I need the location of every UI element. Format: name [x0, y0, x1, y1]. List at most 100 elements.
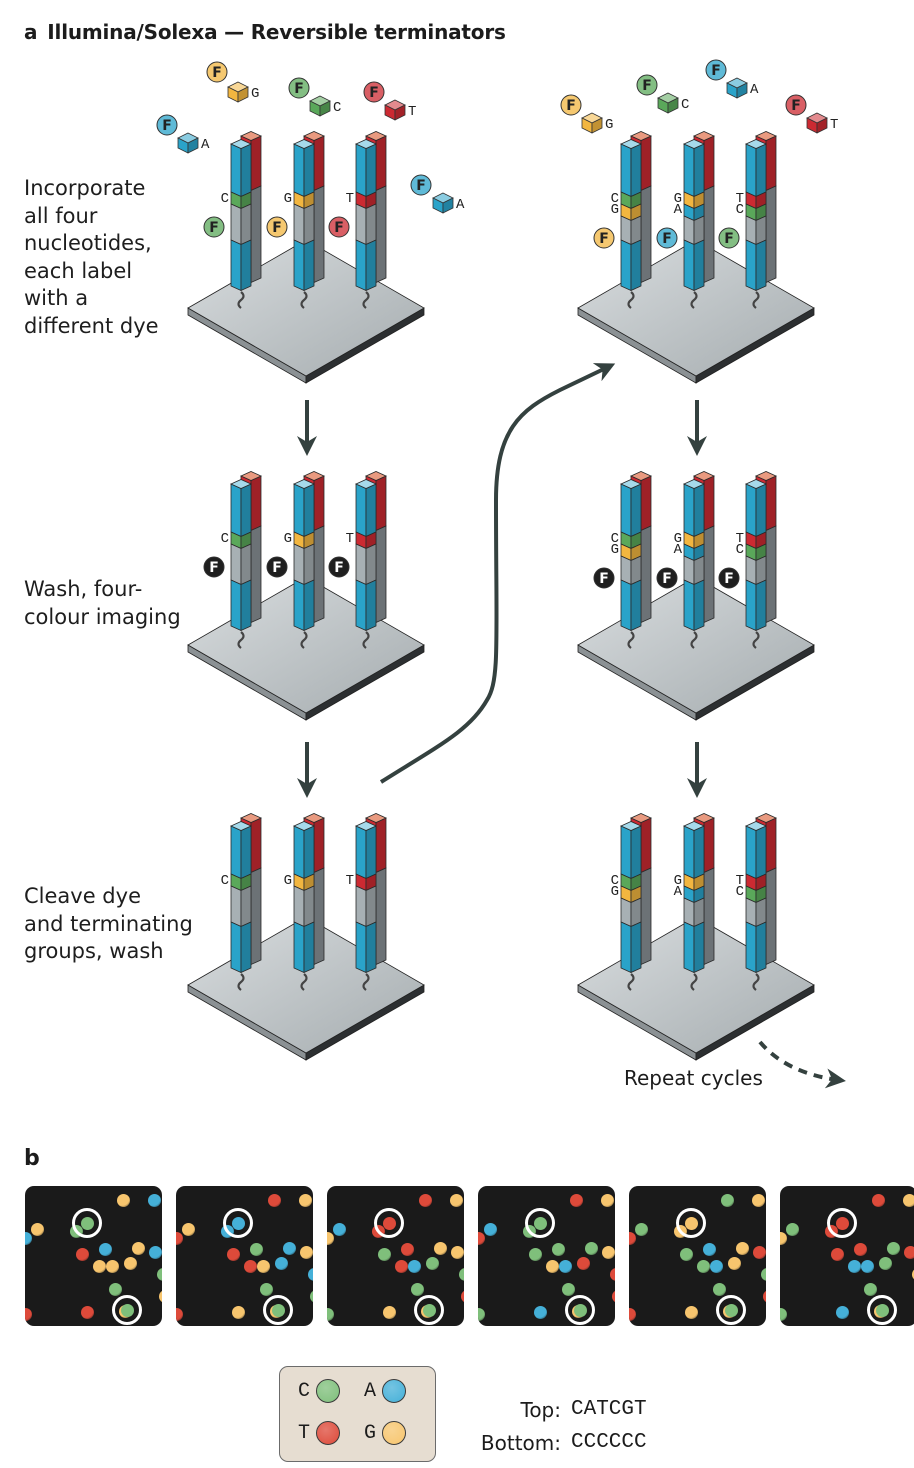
- cluster-spot: [458, 1267, 464, 1281]
- primer-block: [355, 825, 377, 880]
- label-line: groups, wash: [24, 939, 164, 963]
- anchor-block: [745, 239, 767, 292]
- anchor-block: [293, 239, 315, 292]
- cluster-spot: [176, 1231, 183, 1245]
- prism-top: [693, 471, 715, 481]
- anchor-block: [745, 579, 767, 632]
- cluster-spot: [609, 1267, 615, 1281]
- fluorescent-dye-icon: F: [785, 94, 807, 116]
- anchor-block: [355, 239, 377, 292]
- dna-cluster-strand: [230, 131, 262, 309]
- cluster-spot: [860, 1259, 874, 1273]
- anchor-block: [683, 921, 705, 974]
- fluorescent-dye-icon: F: [156, 114, 178, 136]
- base-label: A: [674, 542, 683, 558]
- dye-dark-icon: F: [328, 556, 350, 578]
- prism-top: [355, 479, 377, 489]
- cluster-spot: [267, 1193, 281, 1207]
- prism-top: [240, 813, 262, 823]
- prism-top: [630, 131, 652, 141]
- cluster-spot: [394, 1259, 408, 1273]
- cluster-spot: [449, 1193, 463, 1207]
- label-line: different dye: [24, 313, 159, 338]
- primer-block: [745, 825, 767, 880]
- nucleotide-cube-A: [726, 77, 748, 99]
- legend-base: C: [298, 1379, 311, 1403]
- cluster-spot: [299, 1245, 313, 1259]
- cluster-spot: [25, 1231, 32, 1245]
- base-label: C: [736, 884, 744, 900]
- imaging-frame: [327, 1186, 464, 1326]
- prism-top: [683, 139, 705, 149]
- linker-icon: [362, 973, 370, 991]
- cluster-spot: [75, 1247, 89, 1261]
- highlight-ring-icon: [263, 1295, 293, 1325]
- dna-cluster-strand: [683, 131, 715, 309]
- prism-top: [745, 821, 767, 831]
- strand-grey: [293, 543, 315, 586]
- svg-text:F: F: [642, 78, 652, 94]
- strand-grey: [230, 543, 252, 586]
- prism-top: [303, 471, 325, 481]
- strand-grey: [230, 885, 252, 928]
- label-line: with a: [24, 286, 89, 310]
- base-label: G: [611, 202, 619, 218]
- incorporated-base-T: [355, 191, 377, 210]
- base-label: G: [611, 542, 619, 558]
- cluster-spot: [30, 1222, 44, 1236]
- dna-cluster-strand: [355, 471, 387, 649]
- strand-grey: [230, 203, 252, 246]
- dna-cluster-strand: [355, 131, 387, 309]
- legend-base: G: [364, 1421, 377, 1445]
- label-line: Cleave dye: [24, 884, 141, 908]
- red-dot-icon: [316, 1421, 341, 1445]
- prism-top: [303, 131, 325, 141]
- anchor-block: [293, 579, 315, 632]
- cluster-spot: [762, 1289, 766, 1303]
- legend-base: T: [298, 1421, 311, 1445]
- bottom-label: Bottom:: [480, 1431, 561, 1455]
- base-label: G: [611, 884, 619, 900]
- dna-cluster-strand: [293, 471, 325, 649]
- base-label: G: [605, 117, 613, 133]
- strand-grey: [620, 555, 642, 586]
- incorporated-base-T: [745, 873, 767, 892]
- dna-cluster-strand: [745, 813, 777, 991]
- prism-top: [293, 479, 315, 489]
- svg-text:F: F: [662, 231, 672, 247]
- svg-text:F: F: [599, 231, 609, 247]
- primer-block: [745, 483, 767, 538]
- base-label: C: [611, 531, 619, 547]
- cluster-spot: [561, 1282, 575, 1296]
- repeat-cycles-label: Repeat cycles: [624, 1066, 763, 1090]
- legend-item-t: T: [298, 1421, 341, 1445]
- svg-text:F: F: [566, 98, 576, 114]
- linker-icon: [300, 973, 308, 991]
- prism-top: [630, 813, 652, 823]
- incorporated-base-G: [620, 203, 642, 222]
- cluster-spot: [282, 1241, 296, 1255]
- anchor-block: [620, 239, 642, 292]
- prism-top: [630, 471, 652, 481]
- label-line: nucleotides,: [24, 231, 152, 255]
- cluster-spot: [158, 1289, 162, 1303]
- cluster-spot: [600, 1193, 614, 1207]
- highlight-ring-icon: [867, 1295, 897, 1325]
- dna-cluster-strand: [745, 471, 777, 649]
- cluster-spot: [886, 1241, 900, 1255]
- anchor-block: [230, 579, 252, 632]
- svg-text:F: F: [272, 220, 282, 236]
- fluorescent-dye-icon: F: [593, 227, 615, 249]
- highlight-ring-icon: [374, 1208, 404, 1238]
- label-line: Incorporate: [24, 176, 146, 200]
- primer-block: [293, 483, 315, 538]
- nucleotide-cube-A: [177, 132, 199, 154]
- step-label-incorporate: Incorporate all four nucleotides, each l…: [24, 175, 159, 340]
- cluster-spot: [720, 1193, 734, 1207]
- dna-cluster-strand: [620, 813, 652, 991]
- incorporated-base-T: [355, 531, 377, 550]
- prism-top: [755, 471, 777, 481]
